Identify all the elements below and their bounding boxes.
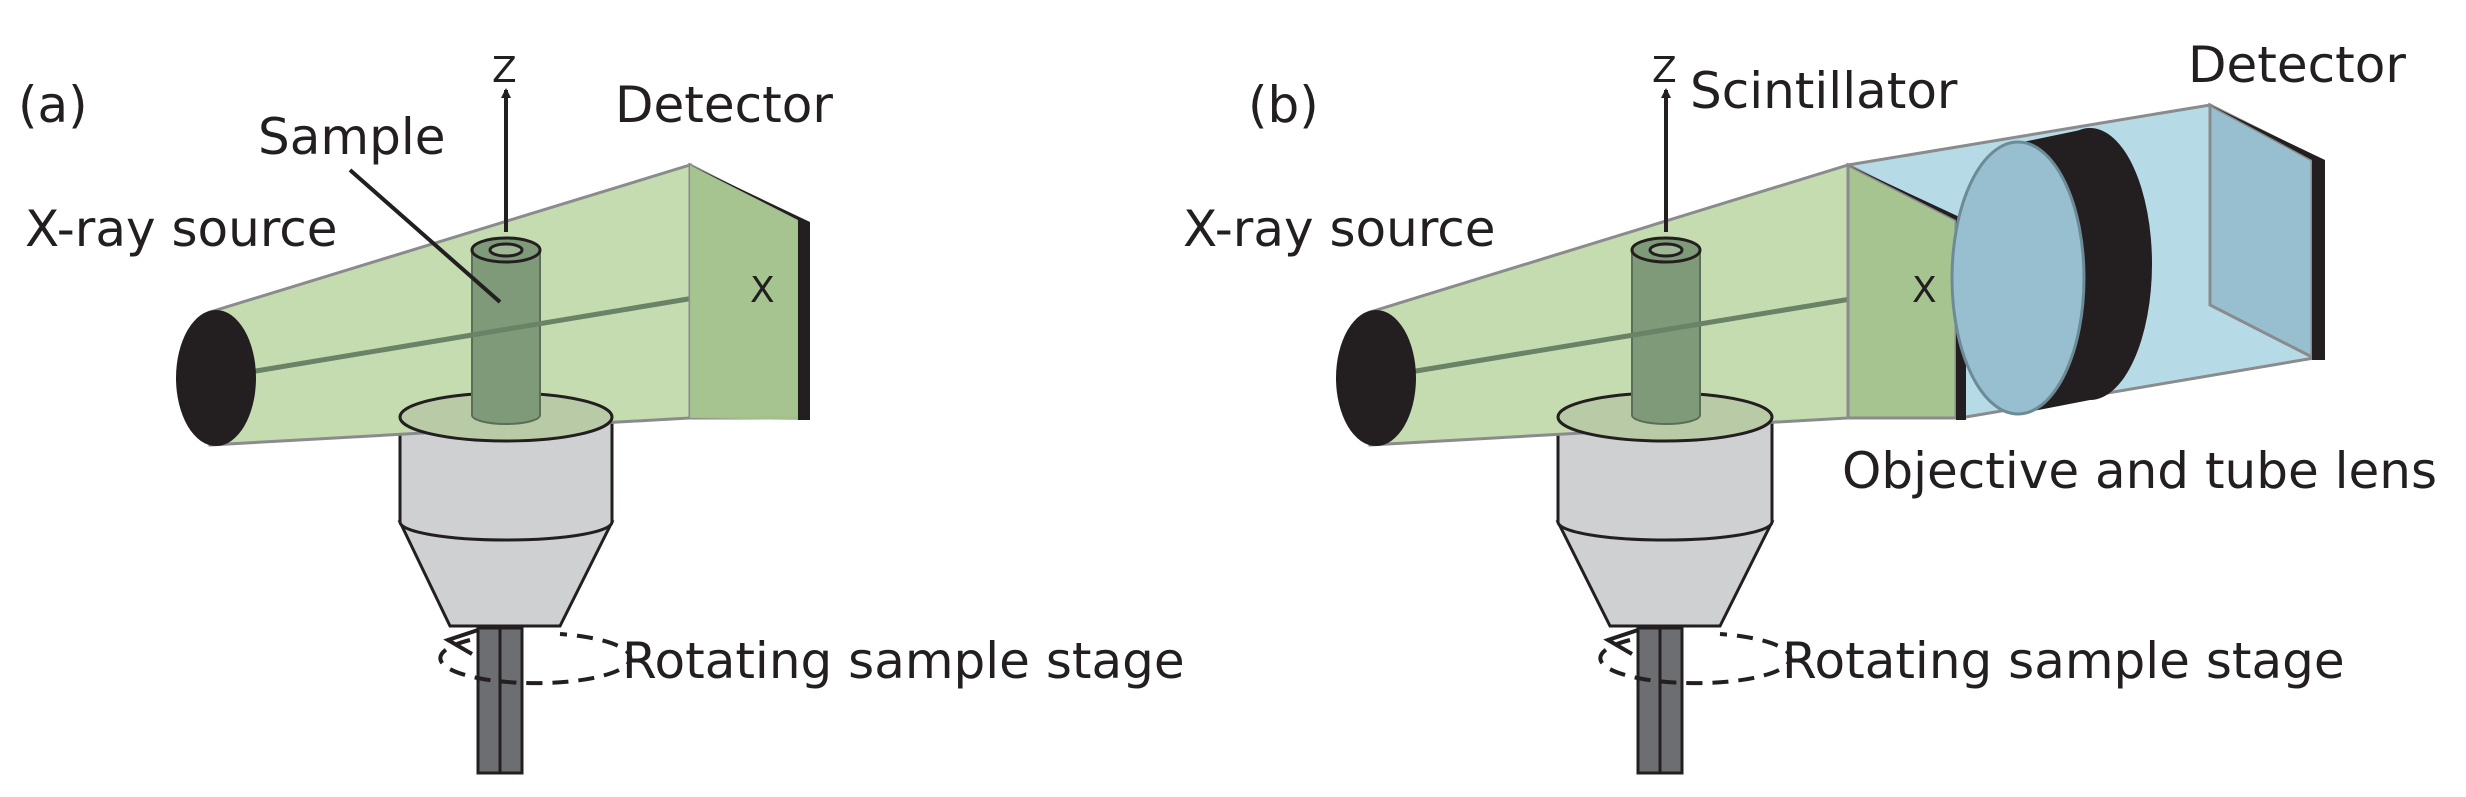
z-axis-label: Z xyxy=(492,50,517,91)
sample-leader-line xyxy=(348,168,502,304)
detector-label: Detector xyxy=(2188,36,2406,94)
panel-a: (a) Sample X-ray source Detector Z X Rot… xyxy=(18,50,1185,775)
detector xyxy=(688,162,810,420)
detector xyxy=(2208,102,2325,360)
scintillator-label: Scintillator xyxy=(1690,62,1958,120)
panel-b-tag: (b) xyxy=(1248,76,1319,134)
sample-label: Sample xyxy=(258,108,445,166)
rotation-arrow-icon xyxy=(438,628,633,686)
stage-body xyxy=(1556,418,1774,542)
xray-source-label: X-ray source xyxy=(25,200,338,258)
xray-source-icon xyxy=(176,310,256,446)
xray-source-label: X-ray source xyxy=(1183,200,1496,258)
x-axis-arrow xyxy=(1409,284,1909,375)
stage-shaft xyxy=(1636,626,1684,775)
xray-source-icon xyxy=(1336,310,1416,446)
panel-b: (b) Scintillator Detector X-ray source Z… xyxy=(1183,36,2437,775)
panel-a-tag: (a) xyxy=(18,76,88,134)
stage-shaft xyxy=(476,626,524,775)
x-axis-label: X xyxy=(1912,270,1937,311)
x-axis-label: X xyxy=(750,270,775,311)
detector-label: Detector xyxy=(615,76,833,134)
stage-label: Rotating sample stage xyxy=(1782,632,2345,690)
stage-body xyxy=(398,418,614,542)
lens-label: Objective and tube lens xyxy=(1842,442,2437,500)
scintillator xyxy=(1846,162,1966,420)
x-axis-arrow xyxy=(249,284,746,375)
stage-label: Rotating sample stage xyxy=(622,632,1185,690)
sample-cylinder xyxy=(1630,236,1702,425)
rotation-arrow-icon xyxy=(1598,628,1793,686)
z-axis-label: Z xyxy=(1652,50,1677,91)
objective-tube-lens xyxy=(1950,128,2152,416)
